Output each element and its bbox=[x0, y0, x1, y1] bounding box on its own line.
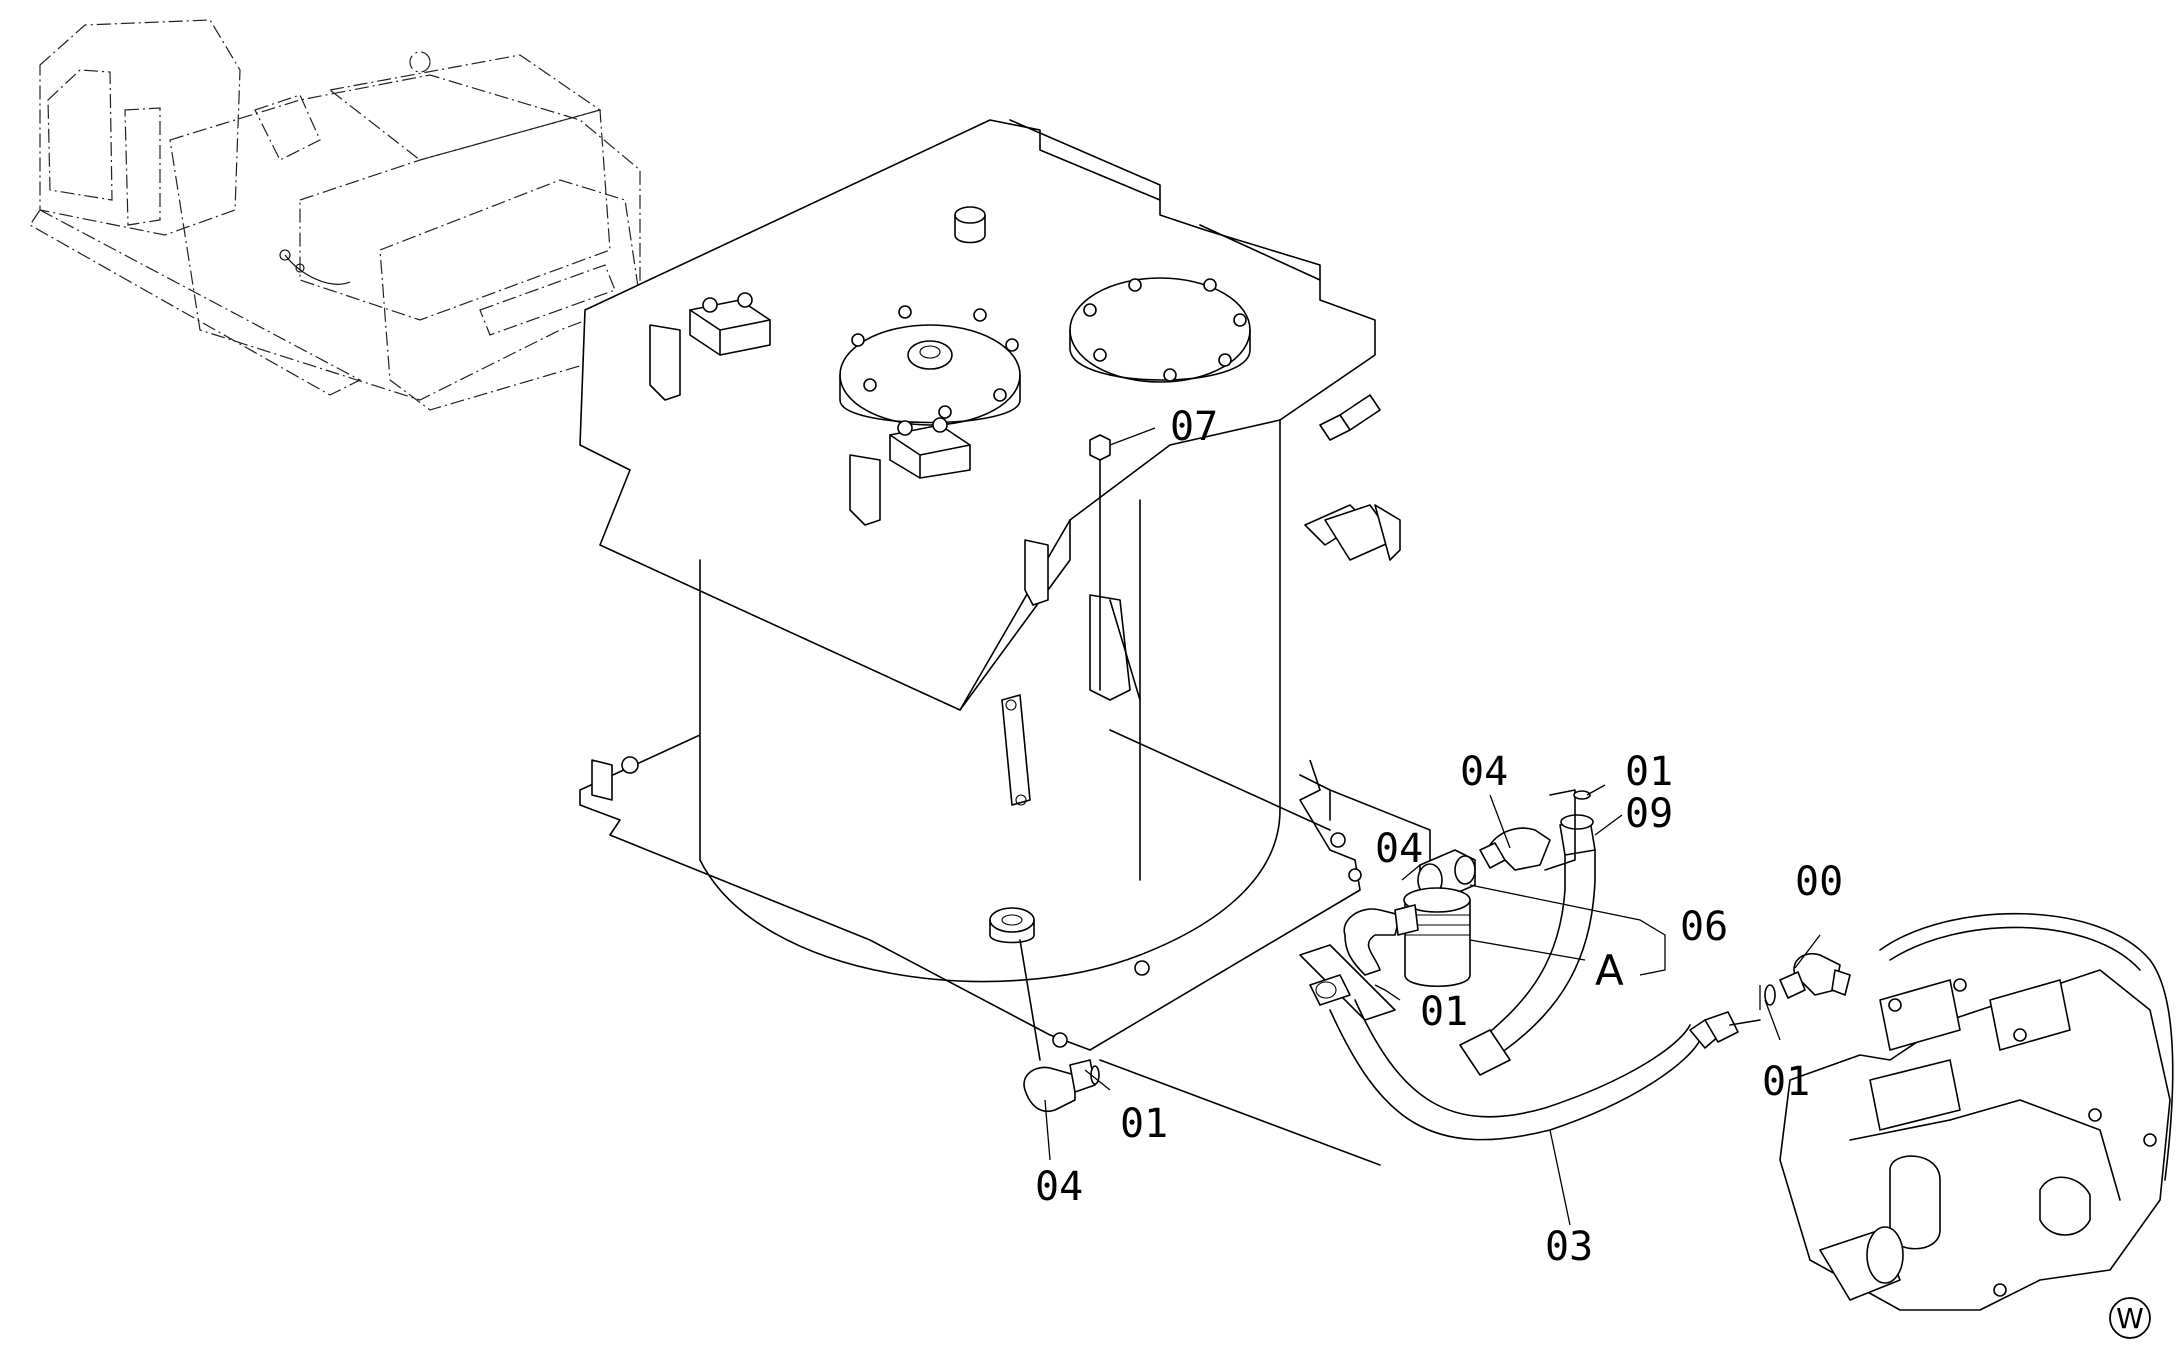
suction-cover bbox=[1069, 277, 1251, 383]
label-01-mid: 01 bbox=[1420, 989, 1468, 1035]
tank-bottom-plate bbox=[579, 734, 1361, 1051]
label-04-mid: 04 bbox=[1375, 826, 1423, 872]
label-04-top: 04 bbox=[1460, 749, 1508, 795]
label-01-top: 01 bbox=[1625, 749, 1673, 795]
filter-canister bbox=[1404, 899, 1471, 988]
hydraulic-tank bbox=[579, 119, 1401, 1051]
label-07: 07 bbox=[1170, 404, 1218, 450]
bottom-bolts bbox=[591, 756, 1362, 1048]
label-09: 09 bbox=[1625, 791, 1673, 837]
label-A: A bbox=[1595, 946, 1624, 995]
level-gauge bbox=[1001, 694, 1031, 806]
label-06: 06 bbox=[1680, 904, 1728, 950]
label-01-right: 01 bbox=[1762, 1059, 1810, 1105]
hose-lines bbox=[1329, 879, 1761, 1141]
drain-line bbox=[1019, 939, 1381, 1166]
hose-03 bbox=[1329, 1009, 1701, 1141]
label-00: 00 bbox=[1795, 859, 1843, 905]
drain-port bbox=[989, 907, 1035, 944]
corner-mark-letter: W bbox=[2116, 1302, 2144, 1335]
breather-elbow bbox=[1304, 504, 1401, 561]
label-01-low: 01 bbox=[1120, 1101, 1168, 1147]
corner-mark: W bbox=[2109, 1297, 2151, 1339]
excavator-locator-view bbox=[29, 19, 641, 411]
part-labels: 07 04 01 09 04 06 A 01 00 01 01 04 03 bbox=[1035, 404, 1843, 1270]
return-filter-cover bbox=[839, 305, 1021, 426]
hydraulic-pump bbox=[1764, 912, 2174, 1311]
mounting-bracket-mid bbox=[849, 417, 971, 526]
label-03: 03 bbox=[1545, 1224, 1593, 1270]
leader-lines bbox=[1044, 427, 1821, 1226]
mounting-bracket-left bbox=[649, 292, 771, 401]
line-filter-assembly bbox=[1299, 774, 1596, 1021]
bolt-07 bbox=[1089, 434, 1111, 691]
label-04-low: 04 bbox=[1035, 1164, 1083, 1210]
elbow-04-low bbox=[1023, 1066, 1076, 1112]
